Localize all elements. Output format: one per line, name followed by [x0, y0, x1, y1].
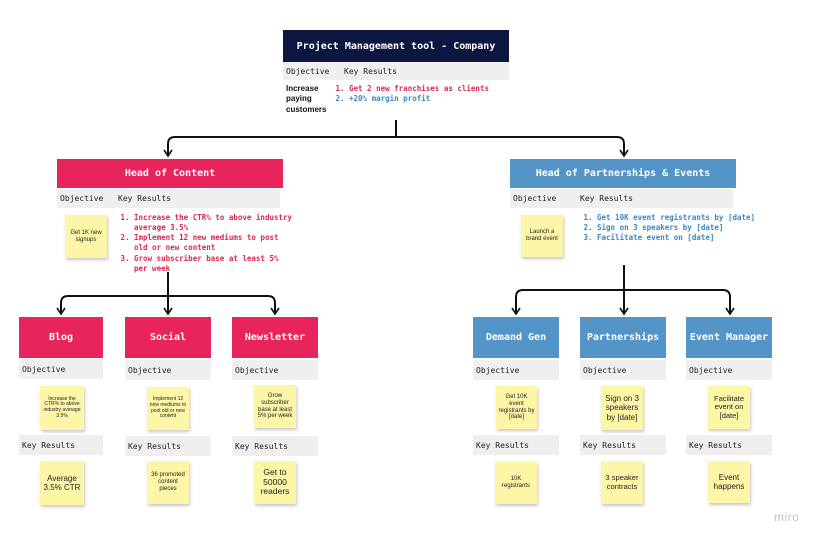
partnerships-head-objective-label: Objective [513, 194, 557, 203]
team-event-manager-key-results-label: Key Results [686, 435, 772, 455]
miro-watermark: miro [774, 510, 800, 524]
team-partnerships-objective-label: Objective [580, 360, 666, 380]
content-key-result: Grow subscriber base at least 5% per wee… [134, 254, 294, 274]
partnerships-head-key-results: Get 10K event registrants by [date] Sign… [581, 213, 767, 243]
team-event-manager-objective-label: Objective [686, 360, 772, 380]
content-objective-label: Objective [60, 194, 104, 203]
team-demand-gen-key-results-label: Key Results [473, 435, 559, 455]
team-demand-gen-title: Demand Gen [473, 317, 559, 358]
root-objective: Increase paying customers [286, 84, 327, 114]
root-objective-label: Objective [286, 66, 330, 76]
team-partnerships-objective-sticky: Sign on 3 speakers by [date] [601, 386, 643, 430]
root-labels-row: Objective Key Results [283, 62, 509, 80]
content-objective-sticky: Get 1K new signups [65, 215, 107, 258]
team-newsletter-objective-sticky: Grow subscriber base at least 5% per wee… [254, 385, 296, 428]
team-social-objective-sticky: Implement 12 new mediums to post old or … [147, 387, 189, 430]
connector-partnerships-teams [515, 265, 731, 314]
content-title: Head of Content [57, 159, 283, 188]
root-key-results-label: Key Results [344, 66, 397, 76]
connector-root [167, 120, 625, 156]
team-newsletter-title: Newsletter [232, 317, 318, 358]
partnerships-head-objective-sticky: Launch a brand event [521, 215, 563, 257]
team-social-kr-sticky: 36 promoted content pieces [147, 461, 189, 504]
team-newsletter-kr-sticky: Get to 50000 readers [254, 461, 296, 504]
team-social-objective-label: Objective [125, 360, 211, 380]
team-demand-gen-objective-sticky: Get 10K event registrants by [date] [496, 386, 537, 429]
connector-content-teams [60, 272, 276, 314]
content-key-result: Increase the CTR% to above industry aver… [134, 213, 294, 233]
partnerships-head-key-result: Sign on 3 speakers by [date] [597, 223, 767, 233]
team-partnerships-title: Partnerships [580, 317, 666, 358]
team-partnerships-key-results-label: Key Results [580, 435, 666, 455]
team-event-manager-objective-sticky: Facilitate event on [date] [708, 386, 750, 429]
root-key-results: Get 2 new franchises as clients +20% mar… [333, 84, 529, 104]
team-event-manager-kr-sticky: Event happens [708, 461, 750, 503]
team-social-key-results-label: Key Results [125, 436, 211, 456]
root-title: Project Management tool - Company [283, 30, 509, 62]
partnerships-head-key-result: Facilitate event on [date] [597, 233, 767, 243]
team-blog-objective-label: Objective [19, 359, 103, 379]
content-labels-row: Objective Key Results [57, 189, 280, 208]
content-key-result: Implement 12 new mediums to post old or … [134, 233, 294, 253]
team-event-manager-title: Event Manager [686, 317, 772, 358]
root-key-result: +20% margin profit [349, 94, 529, 104]
team-blog-key-results-label: Key Results [19, 435, 103, 455]
team-demand-gen-objective-label: Objective [473, 360, 559, 380]
team-demand-gen-kr-sticky: 10K registrants [495, 462, 537, 504]
team-partnerships-kr-sticky: 3 speaker contracts [601, 461, 643, 504]
content-key-results-label: Key Results [118, 194, 171, 203]
partnerships-head-title: Head of Partnerships & Events [510, 159, 736, 188]
partnerships-head-labels-row: Objective Key Results [510, 189, 733, 208]
content-key-results: Increase the CTR% to above industry aver… [118, 213, 294, 274]
team-newsletter-objective-label: Objective [232, 360, 318, 380]
partnerships-head-key-results-label: Key Results [580, 194, 633, 203]
partnerships-head-key-result: Get 10K event registrants by [date] [597, 213, 767, 223]
team-newsletter-key-results-label: Key Results [232, 436, 318, 456]
team-social-title: Social [125, 317, 211, 358]
team-blog-kr-sticky: Average 3.5% CTR [40, 461, 84, 505]
team-blog-title: Blog [19, 317, 103, 358]
root-key-result: Get 2 new franchises as clients [349, 84, 529, 94]
team-blog-objective-sticky: Increase the CTR% to above industry aver… [40, 386, 84, 430]
